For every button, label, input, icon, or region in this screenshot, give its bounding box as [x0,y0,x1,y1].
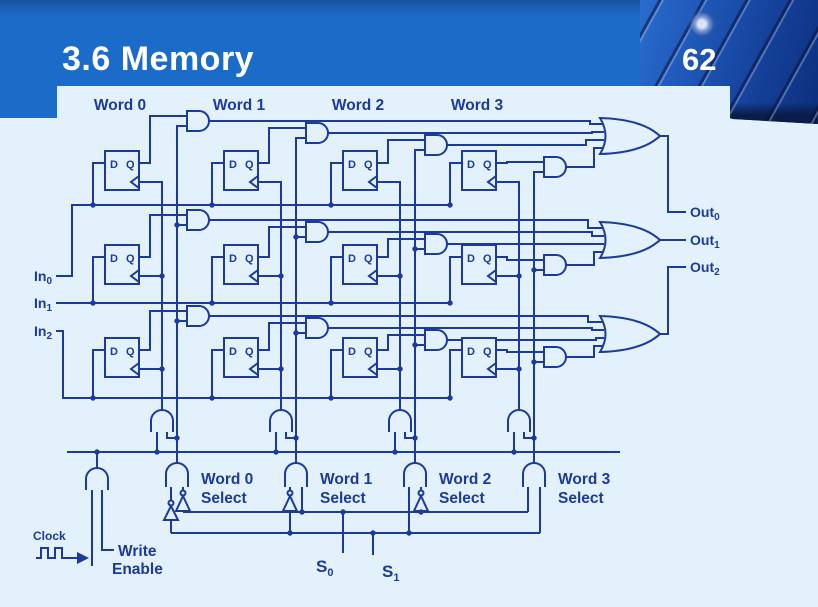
word-select-and-gates [165,462,546,487]
svg-text:D: D [467,159,475,171]
svg-text:D: D [467,346,475,358]
svg-text:Q: Q [126,346,135,358]
or-output-wires [658,135,686,335]
clock-waveform-icon [36,547,89,564]
write-enable-and-gate [85,467,109,490]
svg-text:Select: Select [320,490,366,507]
inverters [162,489,430,521]
svg-text:Q: Q [245,346,254,358]
svg-text:D: D [110,346,118,358]
svg-text:D: D [348,346,356,358]
clock-label: Clock [33,529,66,543]
svg-text:Q: Q [483,159,492,171]
svg-text:D: D [348,253,356,265]
word-1-label: Word 1 [213,97,266,114]
svg-text:Q: Q [364,159,373,171]
svg-text:Q: Q [483,253,492,265]
column-clock-and-gates [150,409,531,432]
s0-label: S0 [316,557,333,579]
input-labels: In0 In1 In2 [34,268,52,342]
svg-text:Select: Select [439,490,485,507]
svg-text:D: D [229,159,237,171]
page-title: 3.6 Memory [62,40,255,78]
read-and-gates [186,110,567,368]
q-output-wires [139,115,544,353]
page-number: 62 [682,42,717,77]
svg-text:D: D [110,253,118,265]
junction-dots [90,202,537,536]
svg-text:D: D [229,253,237,265]
word2-select-label: Word 2 [439,471,491,488]
word-2-label: Word 2 [332,97,384,114]
input-wires [56,162,462,399]
out0-label: Out0 [690,204,720,223]
in2-label: In2 [34,323,52,342]
word1-select-label: Word 1 [320,471,373,488]
word-0-label: Word 0 [94,97,146,114]
svg-text:D: D [229,346,237,358]
control-labels: Clock Write Enable S0 S1 [33,529,399,584]
svg-text:Q: Q [483,346,492,358]
s1-label: S1 [382,562,399,584]
svg-text:Enable: Enable [112,561,163,578]
out2-label: Out2 [690,259,720,278]
svg-text:Q: Q [126,253,135,265]
word-select-labels: Word 0 Select Word 1 Select Word 2 Selec… [201,471,611,507]
clock-column-wires [139,181,520,410]
header-left-tab [0,86,57,118]
word-select-column-wires [176,125,544,438]
out1-label: Out1 [690,232,720,251]
svg-text:D: D [348,159,356,171]
word0-select-label: Word 0 [201,471,253,488]
read-and-output-wires [209,120,604,358]
svg-text:Q: Q [126,159,135,171]
svg-text:Q: Q [245,253,254,265]
word-labels: Word 0 Word 1 Word 2 Word 3 [94,97,504,114]
output-labels: Out0 Out1 Out2 [690,204,720,278]
svg-text:D: D [467,253,475,265]
svg-text:Select: Select [558,490,604,507]
in0-label: In0 [34,268,52,287]
word-3-label: Word 3 [451,97,504,114]
write-enable-label: Write [118,543,157,560]
output-or-gates [598,116,662,354]
svg-text:Q: Q [364,346,373,358]
svg-text:Q: Q [364,253,373,265]
word3-select-label: Word 3 [558,471,611,488]
in1-label: In1 [34,295,52,314]
svg-text:D: D [110,159,118,171]
svg-text:Q: Q [245,159,254,171]
svg-text:Select: Select [201,490,247,507]
